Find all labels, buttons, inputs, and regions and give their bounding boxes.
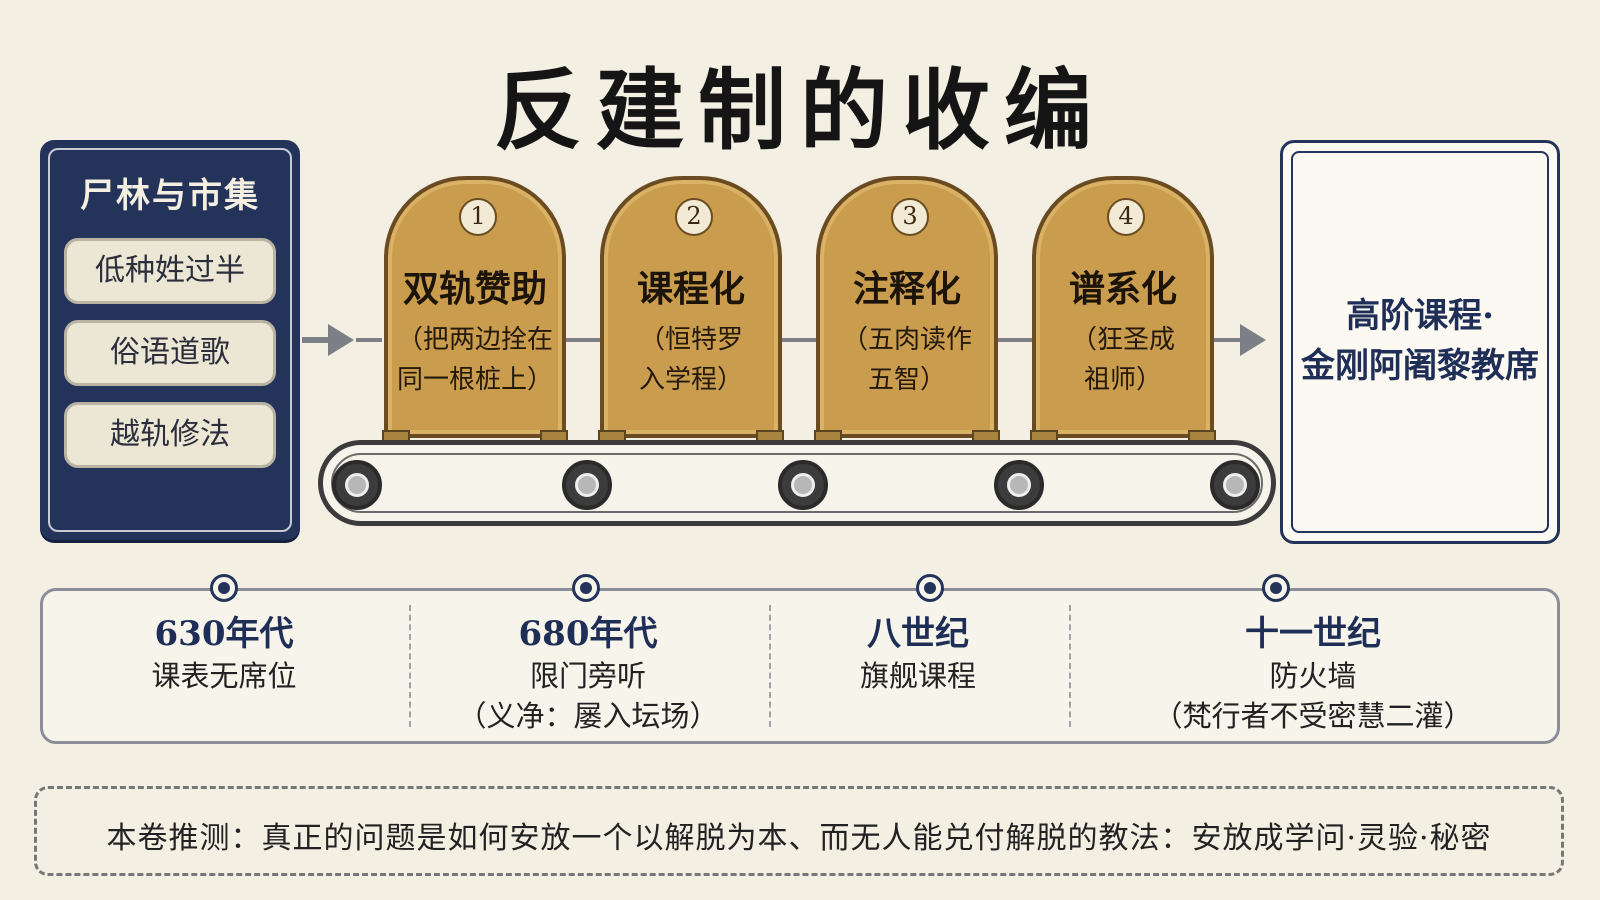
- timeline-desc: 防火墙: [1269, 659, 1357, 693]
- source-panel-title: 尸林与市集: [80, 176, 260, 216]
- conveyor-roller-icon: [562, 460, 612, 510]
- timeline-desc: 课表无席位: [151, 659, 297, 693]
- conveyor-roller-icon: [1210, 460, 1260, 510]
- stage-note-line: （恒特罗: [638, 325, 743, 355]
- stage-name: 注释化: [852, 268, 961, 310]
- conveyor-roller-icon: [778, 460, 828, 510]
- stage-number: 2: [675, 198, 713, 236]
- timeline-divider: [1069, 605, 1071, 727]
- timeline-divider: [409, 605, 411, 727]
- stage-tablet-2: 2 课程化 （恒特罗 入学程）: [600, 176, 782, 438]
- stage-tablet-4: 4 谱系化 （狂圣成 祖师）: [1032, 176, 1214, 438]
- conjecture-note: 本卷推测：真正的问题是如何安放一个以解脱为本、而无人能兑付解脱的教法：安放成学问…: [34, 786, 1564, 876]
- timeline-period: 十一世纪: [1245, 614, 1381, 654]
- stage-note: （五肉读作 五智）: [824, 320, 990, 400]
- stage-note-line: 五智）: [867, 365, 946, 395]
- source-item: 俗语道歌: [64, 320, 276, 386]
- stage-number: 3: [891, 198, 929, 236]
- outcome-line: 金刚阿阇黎教席: [1301, 346, 1539, 386]
- stage-note-line: （五肉读作: [841, 325, 972, 355]
- stage-name: 谱系化: [1068, 268, 1177, 310]
- input-arrow-head-icon: [328, 324, 354, 356]
- timeline-desc: 限门旁听: [529, 659, 646, 693]
- outcome-text: 高阶课程· 金刚阿阇黎教席: [1293, 291, 1547, 391]
- source-item: 低种姓过半: [64, 238, 276, 304]
- stage-note: （狂圣成 祖师）: [1040, 320, 1206, 400]
- flow-line: [994, 338, 1032, 342]
- timeline-entry: 八世纪 旗舰课程: [768, 612, 1068, 696]
- timeline-panel: [40, 588, 1560, 744]
- timeline-dot-icon: [1262, 574, 1290, 602]
- timeline-desc: （梵行者不受密慧二灌）: [1153, 699, 1473, 733]
- source-item: 越轨修法: [64, 402, 276, 468]
- timeline-entry: 十一世纪 防火墙 （梵行者不受密慧二灌）: [1068, 612, 1558, 736]
- timeline-entry: 630年代 课表无席位: [44, 612, 404, 696]
- timeline-divider: [769, 605, 771, 727]
- stage-note-line: 祖师）: [1083, 365, 1162, 395]
- outcome-line: 高阶课程·: [1346, 296, 1494, 336]
- flow-line: [356, 338, 382, 342]
- stage-number: 1: [459, 198, 497, 236]
- timeline-period: 630年代: [154, 614, 294, 654]
- flow-line: [778, 338, 816, 342]
- stage-name: 课程化: [636, 268, 745, 310]
- output-arrow-line: [1210, 338, 1244, 342]
- stage-tablet-1: 1 双轨赞助 （把两边拴在 同一根桩上）: [384, 176, 566, 438]
- timeline-period: 680年代: [518, 614, 658, 654]
- input-arrow-line: [302, 337, 332, 343]
- stage-note-line: 入学程）: [638, 365, 743, 395]
- source-panel: 尸林与市集 低种姓过半 俗语道歌 越轨修法: [40, 140, 300, 540]
- timeline-entry: 680年代 限门旁听 （义净：屡入坛场）: [408, 612, 768, 736]
- stage-tablet-3: 3 注释化 （五肉读作 五智）: [816, 176, 998, 438]
- stage-name: 双轨赞助: [402, 268, 547, 310]
- stage-note-line: 同一根桩上）: [396, 365, 553, 395]
- conveyor-roller-icon: [332, 460, 382, 510]
- stage-number: 4: [1107, 198, 1145, 236]
- timeline-dot-icon: [916, 574, 944, 602]
- timeline-desc: （义净：屡入坛场）: [457, 699, 719, 733]
- output-arrow-head-icon: [1240, 324, 1266, 356]
- timeline-dot-icon: [572, 574, 600, 602]
- page-title: 反建制的收编: [493, 58, 1106, 162]
- stage-note-line: （狂圣成: [1070, 325, 1175, 355]
- timeline-desc: 旗舰课程: [859, 659, 976, 693]
- stage-note: （恒特罗 入学程）: [608, 320, 774, 400]
- stage-note-line: （把两边拴在: [396, 325, 553, 355]
- flow-line: [562, 338, 600, 342]
- timeline-period: 八世纪: [867, 614, 969, 654]
- timeline-dot-icon: [210, 574, 238, 602]
- conjecture-text: 本卷推测：真正的问题是如何安放一个以解脱为本、而无人能兑付解脱的教法：安放成学问…: [106, 821, 1492, 856]
- conveyor-roller-icon: [994, 460, 1044, 510]
- stage-note: （把两边拴在 同一根桩上）: [392, 320, 558, 400]
- outcome-panel: 高阶课程· 金刚阿阇黎教席: [1280, 140, 1560, 544]
